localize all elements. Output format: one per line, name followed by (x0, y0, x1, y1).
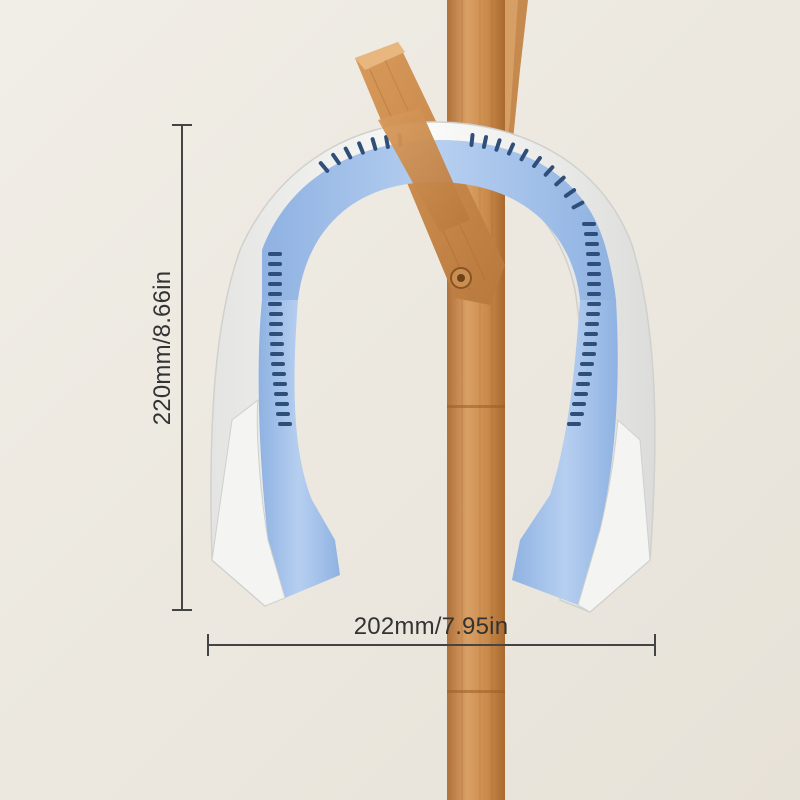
width-dimension-label: 202mm/7.95in (353, 613, 509, 640)
left-arm-vents (268, 252, 292, 426)
height-dimension-line (172, 124, 192, 611)
neck-fan (210, 121, 656, 613)
width-dimension-line (207, 634, 656, 656)
right-arm-vents (567, 222, 601, 426)
stand-arm-front (378, 108, 470, 232)
fan-vents (318, 133, 585, 210)
height-dimension-label: 220mm/8.66in (149, 270, 176, 426)
